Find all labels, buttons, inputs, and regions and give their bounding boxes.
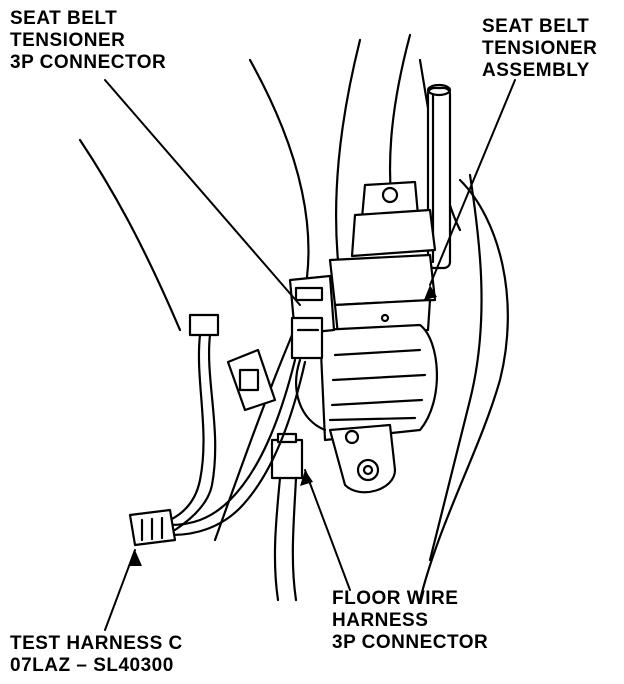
callout-line: FLOOR WIRE: [332, 588, 459, 609]
callout-line: ASSEMBLY: [482, 60, 590, 81]
callout-line: 3P CONNECTOR: [332, 632, 489, 653]
callout-line: HARNESS: [332, 610, 429, 631]
arrowheads: [128, 285, 437, 566]
callout-line: 07LAZ – SL40300: [10, 655, 174, 676]
floor-harness-connector: [270, 432, 304, 602]
tensioner-rod: [426, 83, 452, 270]
callout-line: TENSIONER: [10, 30, 126, 51]
callout-floor-harness: FLOOR WIRE HARNESS 3P CONNECTOR: [332, 588, 488, 654]
callout-line: TEST HARNESS C: [10, 633, 183, 654]
callout-line: SEAT BELT: [482, 16, 590, 37]
callout-line: SEAT BELT: [10, 8, 118, 29]
callout-tensioner-assembly: SEAT BELT TENSIONER ASSEMBLY: [482, 16, 597, 82]
callout-tensioner-connector: SEAT BELT TENSIONER 3P CONNECTOR: [10, 8, 166, 74]
callout-line: TENSIONER: [482, 38, 598, 59]
top-bracket: [350, 180, 437, 258]
tensioner-assembly-body: [295, 253, 438, 442]
tensioner-3p-connector: [288, 274, 336, 360]
callout-line: 3P CONNECTOR: [10, 52, 167, 73]
bottom-bracket: [328, 423, 397, 494]
test-harness-wires: [128, 313, 307, 547]
callout-test-harness: TEST HARNESS C 07LAZ – SL40300: [10, 633, 183, 677]
